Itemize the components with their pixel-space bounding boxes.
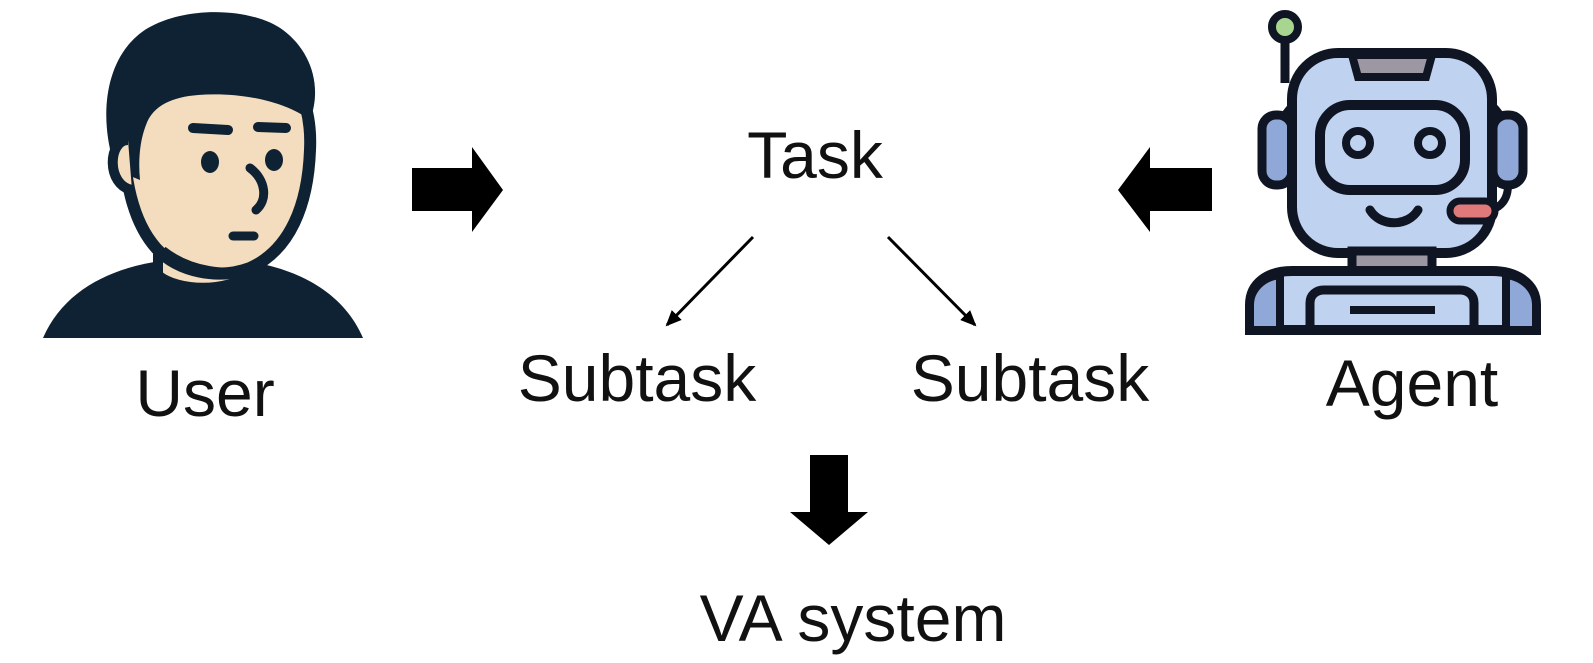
task-label: Task (747, 118, 883, 192)
user-avatar-icon (43, 12, 363, 338)
task-to-subtask-left-arrow (665, 235, 755, 327)
va-system-label: VA system (699, 581, 1007, 655)
robot-agent-icon (1245, 10, 1541, 335)
agent-label: Agent (1325, 346, 1499, 420)
task-to-subtask-right-arrow (886, 235, 977, 327)
subtask-right-label: Subtask (910, 341, 1150, 415)
subtask-left-label: Subtask (517, 341, 757, 415)
subtasks-to-va-arrow (790, 455, 868, 545)
user-to-task-arrow (412, 147, 503, 232)
user-label: User (135, 356, 275, 430)
agent-to-task-arrow (1118, 147, 1212, 232)
